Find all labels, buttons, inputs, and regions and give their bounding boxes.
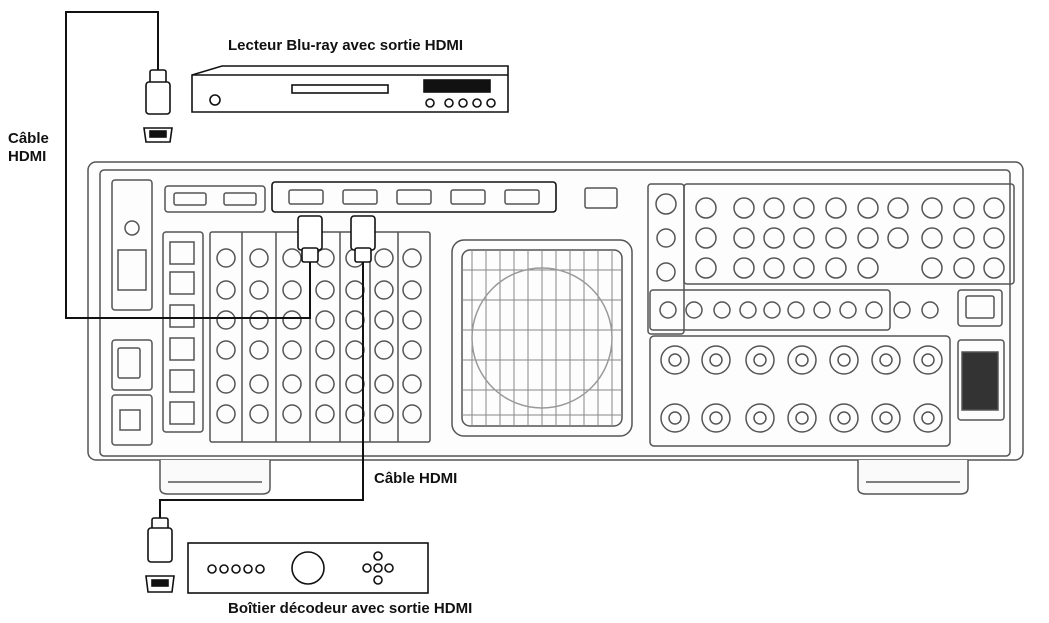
hdmi-plug-bottom [145, 517, 175, 593]
av-receiver-rear-panel [87, 161, 1024, 495]
hdmi-cable-bluray [65, 11, 311, 319]
hdmi-plug-top [143, 69, 173, 143]
bluray-label: Lecteur Blu-ray avec sortie HDMI [228, 37, 464, 54]
bluray-player [191, 65, 509, 113]
cable-label-left: Câble HDMI [8, 130, 49, 165]
settop-box [187, 542, 429, 594]
settop-label: Boîtier décodeur avec sortie HDMI [228, 600, 473, 617]
hdmi-plug-receiver-1 [297, 215, 323, 263]
hdmi-cable-settop [159, 262, 364, 518]
cable-label-bottom: Câble HDMI [374, 470, 458, 487]
hdmi-plug-receiver-2 [350, 215, 376, 263]
